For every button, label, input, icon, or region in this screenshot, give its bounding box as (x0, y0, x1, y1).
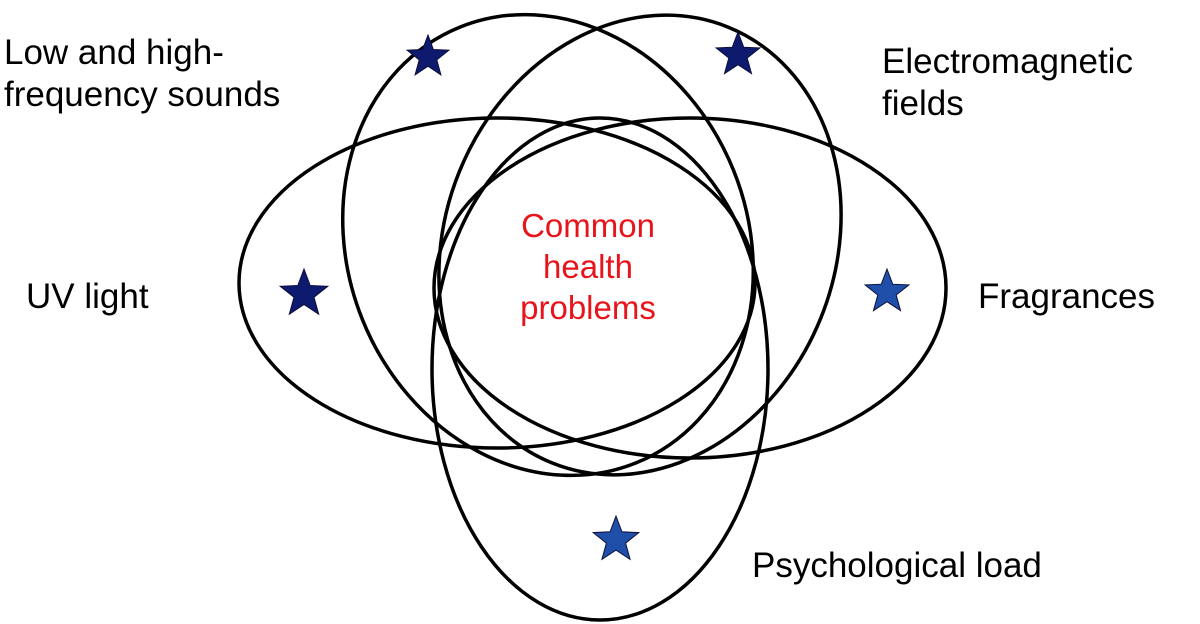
label-uv-light: UV light (26, 276, 149, 318)
label-electromagnetic-fields: Electromagnetic fields (882, 41, 1133, 125)
star-icon-low-high-frequency-sounds (405, 33, 451, 76)
label-line: Psychological load (752, 546, 1042, 585)
center-label-common-health-problems: Common health problems (488, 205, 688, 328)
ellipse-low-high-frequency-sounds (340, 12, 756, 478)
label-line: frequency sounds (4, 75, 281, 114)
label-line: fields (882, 84, 964, 123)
star-icon-electromagnetic-fields (714, 30, 762, 75)
label-low-high-frequency-sounds: Low and high- frequency sounds (4, 32, 280, 116)
label-line: UV light (26, 277, 149, 316)
star-icon-fragrances (863, 267, 911, 312)
star-icon-psychological-load (591, 514, 641, 561)
center-label-line: Common (521, 207, 655, 244)
label-psychological-load: Psychological load (752, 545, 1042, 587)
ellipse-uv-light (237, 116, 757, 450)
ellipse-fragrances (432, 116, 948, 460)
ellipse-psychological-load (430, 116, 770, 622)
label-line: Fragrances (978, 277, 1156, 316)
center-label-line: problems (520, 289, 656, 326)
ellipse-electromagnetic-fields (437, 13, 843, 477)
center-label-line: health (543, 248, 633, 285)
star-icon-uv-light (278, 267, 330, 316)
label-line: Low and high- (4, 33, 224, 72)
label-fragrances: Fragrances (978, 276, 1155, 318)
label-line: Electromagnetic (882, 42, 1133, 81)
